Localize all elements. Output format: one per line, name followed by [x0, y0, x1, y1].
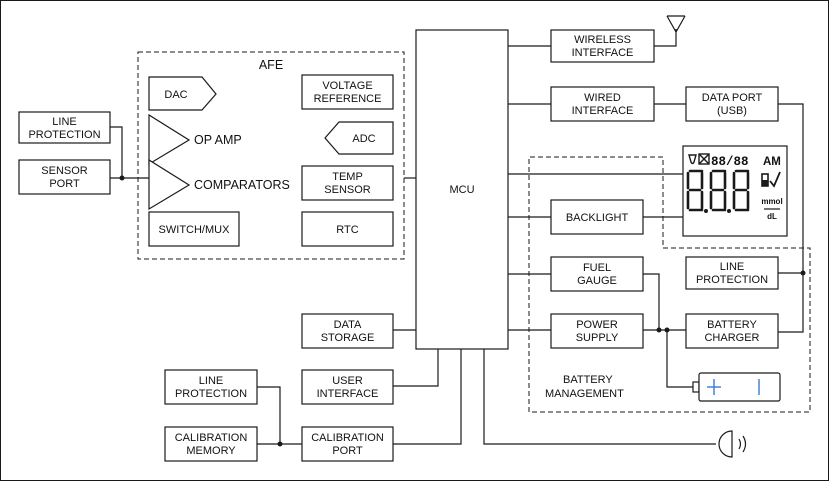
svg-text:MANAGEMENT: MANAGEMENT: [545, 388, 624, 400]
lcd-am: AM: [763, 156, 781, 168]
battery-charger-block: BATTERY CHARGER: [685, 313, 779, 349]
svg-text:USER: USER: [332, 375, 363, 387]
lcd-display-icon: 88/88 AM mmol dL: [682, 145, 788, 237]
svg-text:DAC: DAC: [164, 89, 187, 101]
afe-title: AFE: [259, 58, 283, 72]
svg-text:SENSOR: SENSOR: [324, 184, 371, 196]
battery-management-region: [528, 156, 811, 413]
temp-sensor-block: TEMP SENSOR: [301, 165, 394, 201]
svg-text:BACKLIGHT: BACKLIGHT: [566, 212, 629, 224]
svg-text:CALIBRATION: CALIBRATION: [311, 432, 384, 444]
svg-text:WIRELESS: WIRELESS: [574, 34, 631, 46]
speaker-icon: [718, 430, 747, 458]
antenna-icon: [666, 15, 686, 34]
svg-text:WIRED: WIRED: [584, 92, 621, 104]
fuel-gauge-block: FUEL GAUGE: [550, 256, 644, 292]
line-protection-bottom-block: LINE PROTECTION: [164, 369, 258, 405]
dac-block: DAC: [148, 76, 217, 111]
svg-text:BATTERY: BATTERY: [707, 319, 757, 331]
svg-text:POWER: POWER: [576, 319, 618, 331]
svg-text:TEMP: TEMP: [332, 171, 363, 183]
svg-text:PORT: PORT: [49, 178, 80, 190]
switch-mux-block: SWITCH/MUX: [148, 211, 240, 247]
svg-text:LINE: LINE: [720, 261, 744, 273]
svg-text:PROTECTION: PROTECTION: [175, 388, 247, 400]
sensor-port-block: SENSOR PORT: [18, 159, 111, 195]
svg-text:(USB): (USB): [717, 105, 747, 117]
lcd-time: 88/88: [711, 155, 749, 169]
svg-text:COMPARATORS: COMPARATORS: [194, 178, 290, 192]
wireless-interface-block: WIRELESS INTERFACE: [550, 29, 655, 63]
svg-text:INTERFACE: INTERFACE: [572, 105, 634, 117]
lcd-big-digits: [686, 169, 750, 213]
user-interface-block: USER INTERFACE: [301, 369, 394, 405]
wired-interface-block: WIRED INTERFACE: [550, 86, 655, 122]
battery-icon: [692, 372, 781, 402]
svg-text:INTERFACE: INTERFACE: [572, 47, 634, 59]
hourglass-icon: [698, 153, 710, 165]
svg-text:DATA PORT: DATA PORT: [702, 92, 763, 104]
data-port-block: DATA PORT (USB): [685, 86, 779, 122]
junction-dot: [656, 327, 662, 333]
svg-text:BATTERY: BATTERY: [563, 374, 613, 386]
lcd-unit-top: mmol: [761, 197, 782, 206]
calibration-memory-block: CALIBRATION MEMORY: [164, 426, 258, 462]
data-storage-block: DATA STORAGE: [301, 313, 394, 349]
power-supply-block: POWER SUPPLY: [550, 313, 644, 349]
check-icon: [769, 171, 781, 188]
junction-dot: [664, 327, 670, 333]
svg-text:OP AMP: OP AMP: [194, 133, 242, 147]
lcd-unit-bottom: dL: [767, 212, 777, 221]
op-amp-symbol: [148, 113, 191, 166]
mcu-block: MCU: [415, 29, 509, 350]
svg-text:ADC: ADC: [352, 133, 375, 145]
svg-text:MCU: MCU: [449, 184, 474, 196]
comparators-block: COMPARATORS: [148, 158, 290, 211]
line-protection-right-block: LINE PROTECTION: [685, 256, 779, 290]
svg-text:GAUGE: GAUGE: [577, 275, 617, 287]
svg-text:SWITCH/MUX: SWITCH/MUX: [159, 224, 231, 236]
svg-text:DATA: DATA: [334, 319, 362, 331]
svg-text:SUPPLY: SUPPLY: [576, 332, 619, 344]
calibration-port-block: CALIBRATION PORT: [301, 426, 394, 462]
svg-text:CALIBRATION: CALIBRATION: [175, 432, 248, 444]
svg-text:LINE: LINE: [199, 375, 223, 387]
svg-text:STORAGE: STORAGE: [321, 332, 375, 344]
rtc-block: RTC: [301, 211, 394, 247]
svg-text:LINE: LINE: [52, 116, 76, 128]
svg-text:SENSOR: SENSOR: [41, 165, 88, 177]
svg-text:INTERFACE: INTERFACE: [317, 388, 379, 400]
comparator-symbol: [148, 158, 191, 211]
line-protection-left-block: LINE PROTECTION: [18, 111, 111, 144]
op-amp-block: OP AMP: [148, 113, 242, 166]
svg-text:PORT: PORT: [332, 445, 363, 457]
junction-dot: [277, 441, 283, 447]
svg-text:PROTECTION: PROTECTION: [28, 129, 100, 141]
junction-dot: [800, 270, 806, 276]
svg-text:MEMORY: MEMORY: [186, 445, 236, 457]
drop-icon: [688, 154, 697, 165]
svg-text:VOLTAGE: VOLTAGE: [322, 80, 372, 92]
svg-text:CHARGER: CHARGER: [704, 332, 759, 344]
svg-text:REFERENCE: REFERENCE: [314, 93, 382, 105]
svg-text:RTC: RTC: [336, 224, 358, 236]
connection-wires: [110, 29, 804, 445]
afe-region: [137, 51, 405, 260]
junction-dot: [119, 175, 125, 181]
voltage-reference-block: VOLTAGE REFERENCE: [301, 74, 394, 110]
backlight-block: BACKLIGHT: [550, 199, 644, 235]
svg-text:FUEL: FUEL: [583, 262, 611, 274]
adc-block: ADC: [324, 121, 394, 155]
svg-text:PROTECTION: PROTECTION: [696, 274, 768, 286]
battery-management-label: BATTERY MANAGEMENT: [545, 374, 624, 400]
